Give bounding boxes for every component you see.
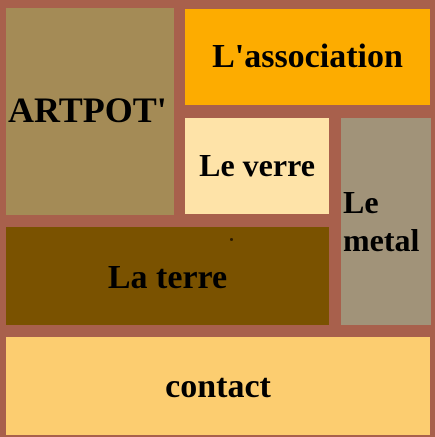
metal-label-line2: metal [343,221,420,258]
contact-nav-tile[interactable]: contact [6,337,430,435]
metal-nav-tile[interactable]: Le metal [341,118,431,325]
verre-nav-tile[interactable]: Le verre [185,118,329,214]
artpot-home-tile[interactable]: ARTPOT' [6,8,174,215]
contact-label: contact [165,367,271,405]
association-label: L'association [212,38,403,76]
metal-label: Le metal [343,184,419,259]
verre-label: Le verre [199,147,315,184]
artpot-title: ARTPOT' [8,89,167,130]
terre-dot-mark [230,238,233,241]
terre-nav-tile[interactable]: La terre [6,227,329,325]
terre-label: La terre [107,258,228,296]
association-nav-tile[interactable]: L'association [185,9,430,105]
metal-label-line1: Le [343,184,379,221]
